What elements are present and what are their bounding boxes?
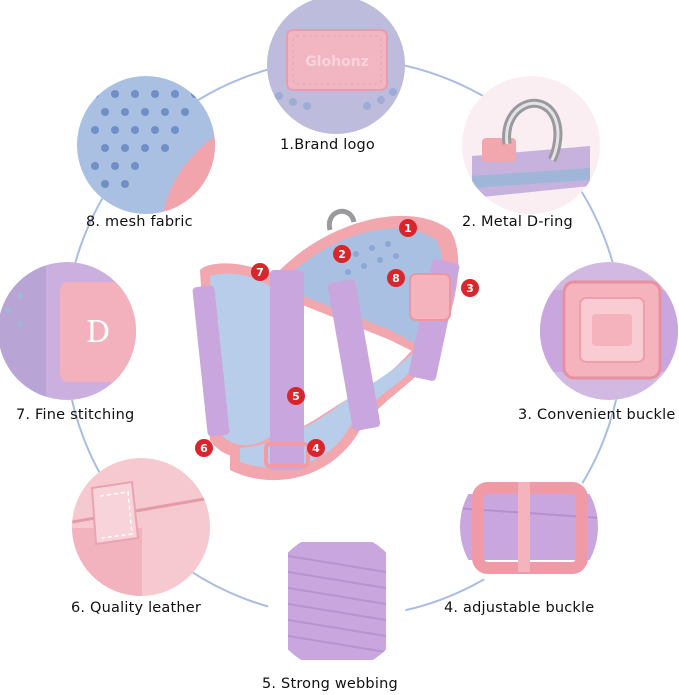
badge-5: 5 [292, 390, 300, 403]
brand-logo-text: Glohonz [305, 54, 369, 70]
feature-label-brand-logo: 1.Brand logo [280, 137, 376, 153]
badge-3: 3 [466, 282, 474, 295]
adjustable-buckle-closeup [460, 458, 598, 596]
feature-label-mesh: 8. mesh fabric [86, 214, 193, 230]
feature-label-adjustable-buckle: 4. adjustable buckle [444, 600, 595, 616]
feature-label-webbing: 5. Strong webbing [262, 676, 398, 692]
metal-d-ring-closeup [462, 76, 600, 214]
badge-1: 1 [404, 222, 412, 235]
badge-4: 4 [312, 442, 320, 455]
feature-label-d-ring: 2. Metal D-ring [462, 214, 573, 230]
brand-logo-closeup: Glohonz [267, 0, 405, 134]
feature-label-leather: 6. Quality leather [71, 600, 202, 616]
badge-8: 8 [392, 272, 400, 285]
badge-7: 7 [256, 266, 264, 279]
feature-label-buckle: 3. Convenient buckle [518, 407, 676, 423]
strong-webbing-closeup [268, 532, 406, 670]
fine-stitching-closeup: D [0, 262, 136, 400]
convenient-buckle-closeup [540, 262, 678, 400]
feature-label-stitching: 7. Fine stitching [16, 407, 135, 423]
stitched-letter: D [86, 315, 110, 350]
quality-leather-closeup [72, 458, 210, 596]
mesh-fabric-closeup [77, 76, 215, 214]
dog-harness-image: 1 2 3 4 5 6 7 8 [192, 208, 479, 481]
badge-2: 2 [338, 248, 346, 261]
badge-6: 6 [200, 442, 208, 455]
